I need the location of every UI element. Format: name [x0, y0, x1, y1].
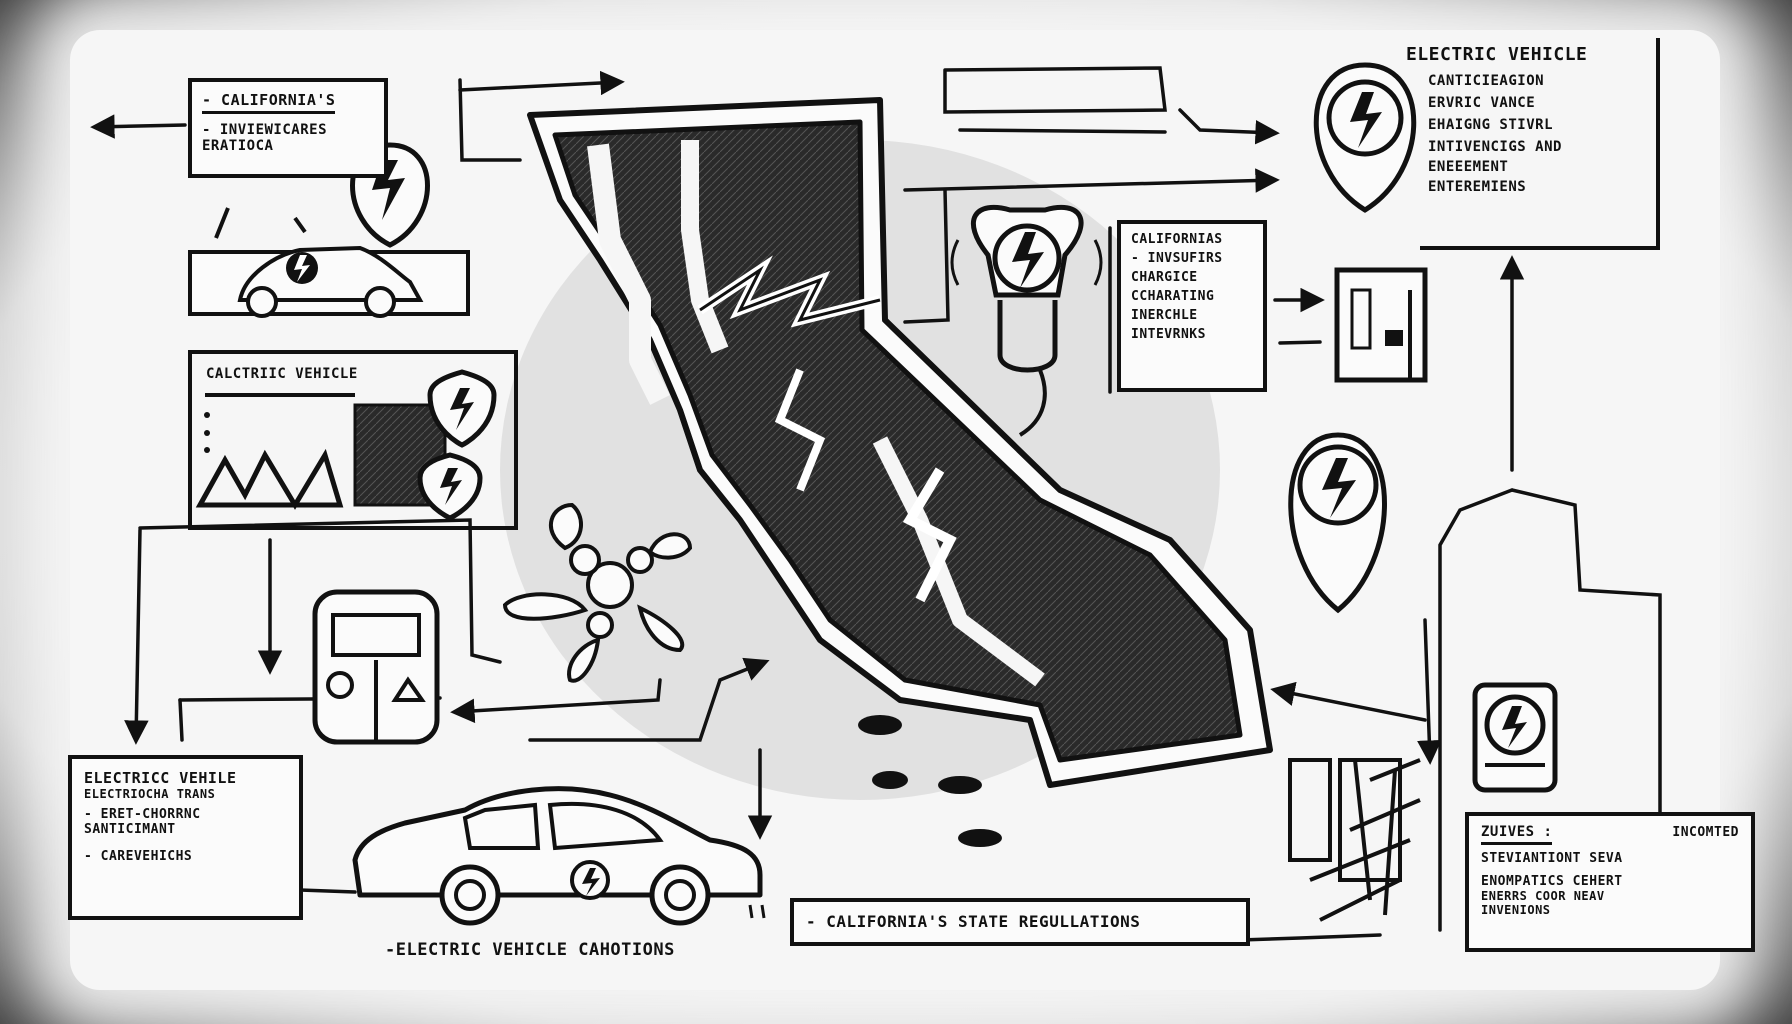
box-line: STEVIANTIONT SEVA — [1481, 851, 1623, 866]
box-title: ZUIVES : — [1481, 824, 1553, 845]
box-line: INVENIONS — [1481, 903, 1551, 917]
leaf-cluster-icon — [502, 502, 693, 683]
box-line: INTIVENCIGS AND — [1428, 139, 1562, 155]
car-icon — [352, 786, 763, 926]
box-line: INTEVRNKS — [1131, 327, 1206, 342]
shield-icon — [427, 369, 497, 448]
regulations-label: - CALIFORNIA'S STATE REGULLATIONS — [806, 912, 1141, 931]
california-map — [527, 97, 1273, 847]
car-caption: -ELECTRIC VEHICLE CAHOTIONS — [385, 940, 675, 960]
car-icon — [188, 207, 470, 318]
map-pin-icon — [1288, 432, 1387, 614]
connectors — [90, 66, 1662, 944]
info-box-ev-charging: ELECTRIC VEHICLE CANTICIEAGION ERVRIC VA… — [1406, 38, 1660, 250]
box-line: CHARGICE — [1131, 270, 1198, 285]
box-line: CALIFORNIAS — [1131, 232, 1223, 247]
regulations-banner: - CALIFORNIA'S STATE REGULLATIONS — [790, 898, 1250, 946]
box-line: SANTICIMANT — [84, 822, 176, 837]
box-title: ELECTRIC VEHICLE — [1406, 44, 1588, 65]
box-line: CCHARATING — [1131, 289, 1215, 304]
charging-station-icon — [1472, 682, 1558, 793]
middle-left-graphics — [195, 369, 497, 521]
box-line: ENEEEMENT — [1428, 159, 1509, 175]
info-box-electric-vehicle: CALCTRIIC VEHICLE — [188, 350, 518, 530]
box-line: EHAIGNG STIVRL — [1428, 117, 1554, 133]
box-title-right: INCOMTED — [1672, 825, 1739, 840]
box-line: ERATIOCA — [202, 138, 274, 154]
motion-marks — [748, 904, 766, 919]
box-line: ERVRIC VANCE — [1428, 95, 1536, 111]
info-box-incentives: ZUIVES : INCOMTED STEVIANTIONT SEVA ENOM… — [1465, 812, 1755, 952]
shield-icon — [417, 452, 483, 521]
box-line: - ERET-CHORRNC — [84, 807, 201, 822]
box-line: ELECTRIOCHA TRANS — [84, 787, 216, 801]
info-box-california-incentives: CALIFORNIAS - INVSUFIRS CHARGICE CCHARAT… — [1117, 220, 1267, 392]
box-line: ENOMPATICS CEHERT — [1481, 874, 1623, 889]
box-line: - CAREVEHICHS — [84, 849, 193, 864]
box-title: CALCTRIIC VEHICLE — [206, 366, 358, 382]
box-title: ELECTRICC VEHILE — [84, 769, 237, 787]
box-line: CANTICIEAGION — [1428, 73, 1545, 89]
box-title: - CALIFORNIA'S — [202, 91, 336, 114]
box-line: INERCHLE — [1131, 308, 1198, 323]
charging-station-icon — [312, 589, 440, 745]
box-line: - INVSUFIRS — [1131, 251, 1223, 266]
box-line: ENERRS COOR NEAV — [1481, 889, 1605, 903]
box-line: ENTEREMIENS — [1428, 179, 1527, 195]
map-pin-icon — [1313, 62, 1417, 213]
info-box-ev-transition: ELECTRICC VEHILE ELECTRIOCHA TRANS - ERE… — [68, 755, 303, 920]
charging-station-icon — [950, 204, 1103, 437]
power-grid-icon — [1288, 758, 1421, 922]
box-line: - INVIEWICARES — [202, 122, 328, 138]
power-box-icon — [1334, 267, 1428, 383]
info-box-california: - CALIFORNIA'S - INVIEWICARES ERATIOCA — [188, 78, 388, 178]
